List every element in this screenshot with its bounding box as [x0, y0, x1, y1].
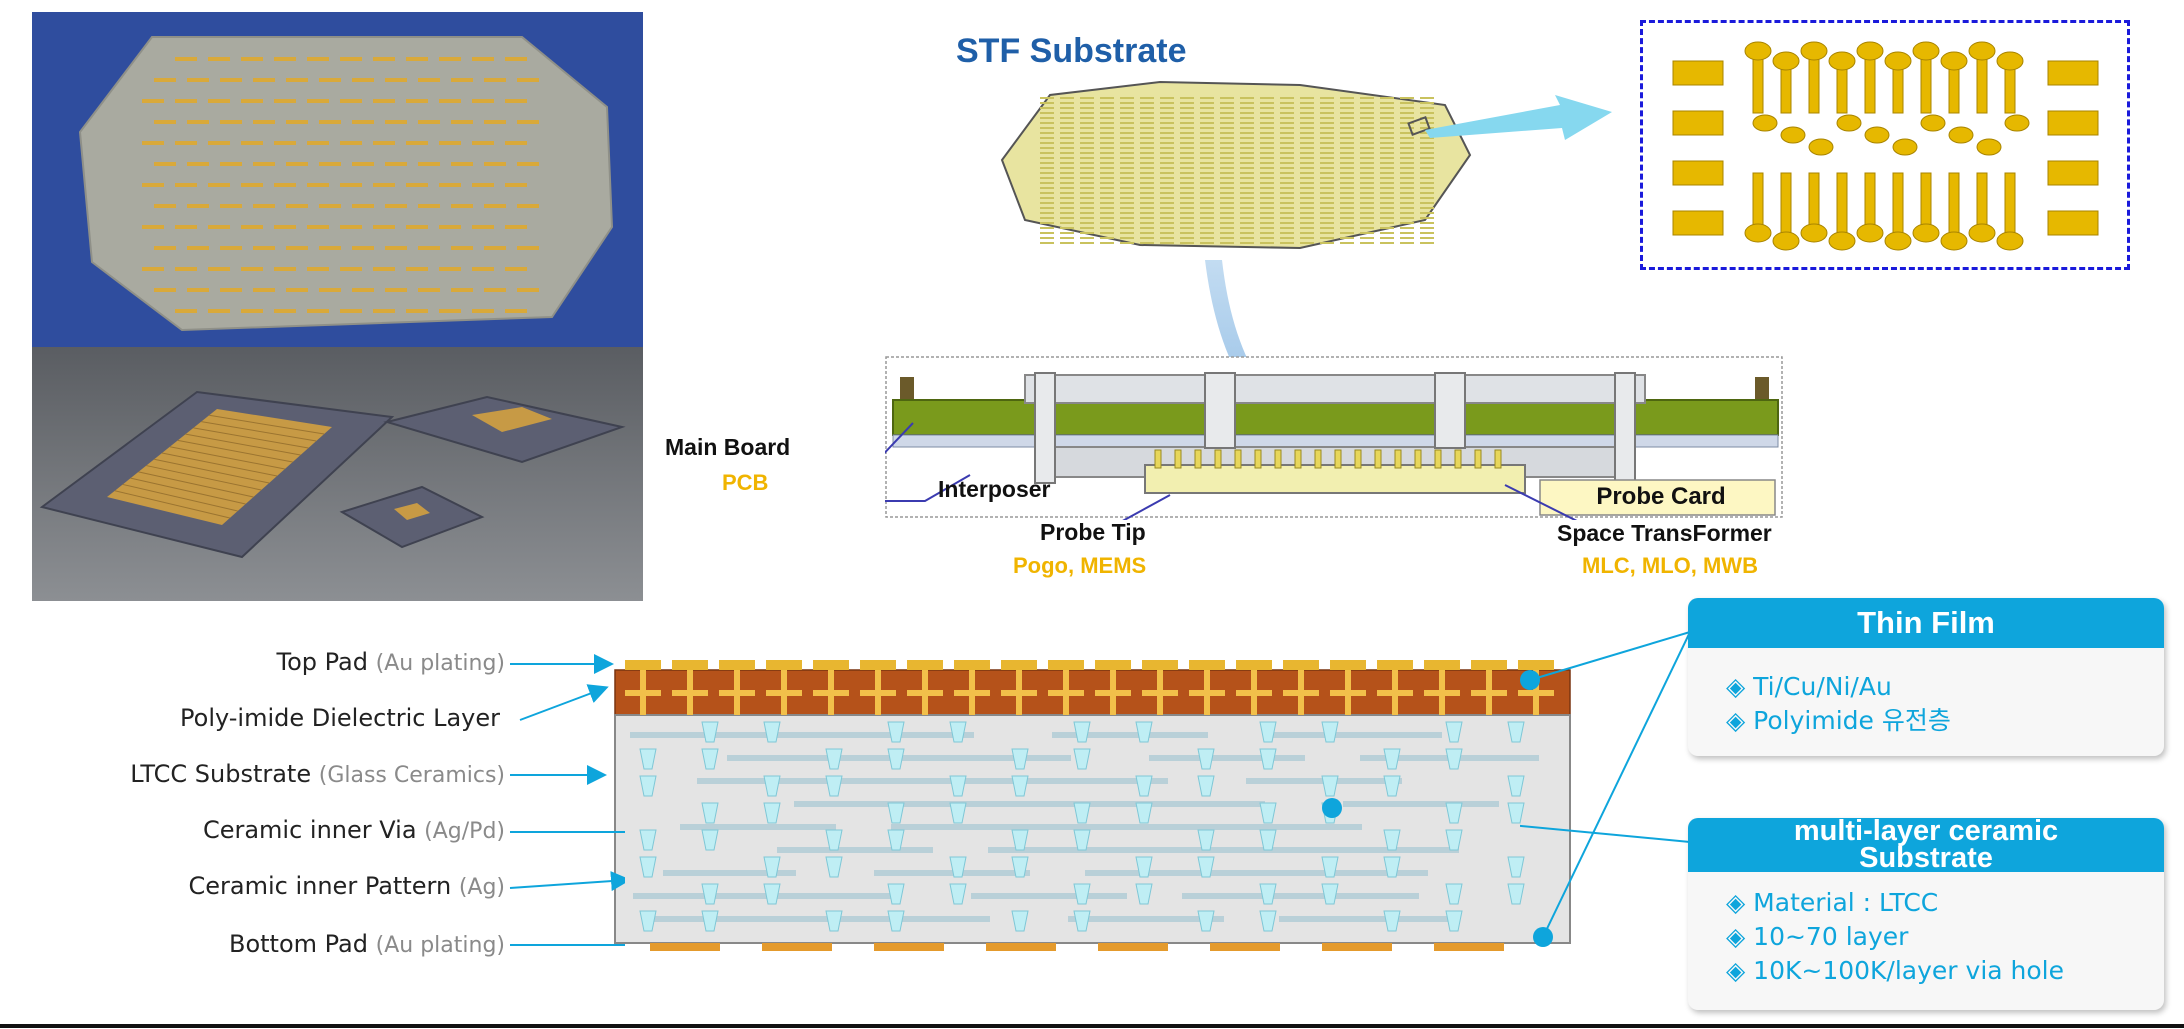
list-item: ◈ 10~70 layer [1726, 922, 1909, 951]
probe-card-label: Probe Card [1596, 483, 1726, 510]
main-board-pcb [892, 399, 1779, 436]
ceramic-marker [1322, 798, 1342, 818]
right-arrow-icon [1425, 95, 1612, 140]
thin-film-list: ◈ Ti/Cu/Ni/Au ◈ Polyimide 유전층 [1688, 648, 2164, 738]
probe-card-diagram [885, 356, 1783, 520]
list-item: ◈ Ti/Cu/Ni/Au [1726, 672, 1892, 701]
ceramic-title-line1: multi-layer ceramic [1793, 818, 2059, 847]
layer-label-inner-via: Ceramic inner Via (Ag/Pd) [202, 816, 505, 844]
wafer-image [78, 36, 614, 332]
thin-film-box: Thin Film ◈ Ti/Cu/Ni/Au ◈ Polyimide 유전층 [1688, 598, 2164, 756]
space-transformer-label: Space TransFormer [1557, 520, 1772, 546]
ceramic-substrate-box: multi-layer ceramic Substrate ◈ Material… [1688, 818, 2164, 1010]
layer-label-ltcc: LTCC Substrate (Glass Ceramics) [130, 760, 505, 788]
probe-tip-label: Probe Tip [1040, 519, 1146, 545]
interposer-label: Interposer [938, 476, 1051, 502]
substrate-image [39, 390, 626, 559]
space-transformer-sub-label: MLC, MLO, MWB [1582, 553, 1758, 578]
layer-label-bottom-pad: Bottom Pad (Au plating) [229, 930, 505, 958]
substrate-photo [32, 347, 643, 601]
space-transformer-shape [1144, 464, 1526, 494]
stf-substrate-title: STF Substrate [956, 32, 1187, 70]
callout-connectors [1520, 631, 1691, 938]
pad-detail-image [1672, 41, 2099, 251]
wafer-photo [32, 12, 643, 347]
thin-film-title: Thin Film [1688, 598, 2164, 648]
layer-arrows [509, 654, 625, 946]
pad-detail-box [1640, 20, 2130, 270]
list-item: ◈ 10K~100K/layer via hole [1726, 956, 2065, 985]
bottom-divider [0, 1024, 2184, 1028]
ceramic-title: multi-layer ceramic Substrate [1688, 818, 2164, 874]
layer-label-top-pad: Top Pad (Au plating) [276, 648, 505, 676]
pcb-label: PCB [722, 470, 769, 495]
ceramic-title-line2: Substrate [1859, 842, 1993, 874]
probe-tip-sub-label: Pogo, MEMS [1013, 553, 1147, 578]
layer-label-inner-pattern: Ceramic inner Pattern (Ag) [188, 872, 506, 900]
layer-label-polyimide: Poly-imide Dielectric Layer [180, 704, 500, 732]
ceramic-list: ◈ Material : LTCC ◈ 10~70 layer ◈ 10K~10… [1688, 872, 2164, 988]
list-item: ◈ Material : LTCC [1726, 888, 1939, 917]
substrate-cross-section [614, 660, 1571, 951]
main-board-label: Main Board [665, 434, 791, 460]
list-item: ◈ Polyimide 유전층 [1726, 706, 1951, 735]
